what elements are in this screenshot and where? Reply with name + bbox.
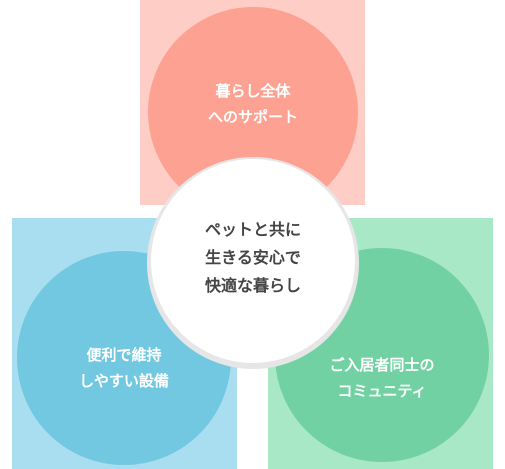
center-node-line-3: 快適な暮らし <box>204 276 301 295</box>
center-node-circle <box>151 159 355 363</box>
center-node-line-1: ペットと共に <box>204 220 301 239</box>
right-node-label: ご入居者同士の コミュニティ <box>302 352 462 404</box>
top-node-label: 暮らし全体 へのサポート <box>173 78 333 130</box>
top-node-line-1: 暮らし全体 <box>215 82 291 100</box>
right-node-line-1: ご入居者同士の <box>329 356 435 374</box>
top-node-circle <box>148 7 358 217</box>
center-node-label: ペットと共に 生きる安心で 快適な暮らし <box>173 216 333 300</box>
left-node-line-2: しやすい設備 <box>79 372 169 390</box>
center-node-line-2: 生きる安心で <box>205 248 301 267</box>
right-node-line-2: コミュニティ <box>337 382 427 400</box>
top-node-line-2: へのサポート <box>207 108 298 126</box>
left-node-label: 便利で維持 しやすい設備 <box>44 342 204 394</box>
left-node-line-1: 便利で維持 <box>86 346 162 364</box>
